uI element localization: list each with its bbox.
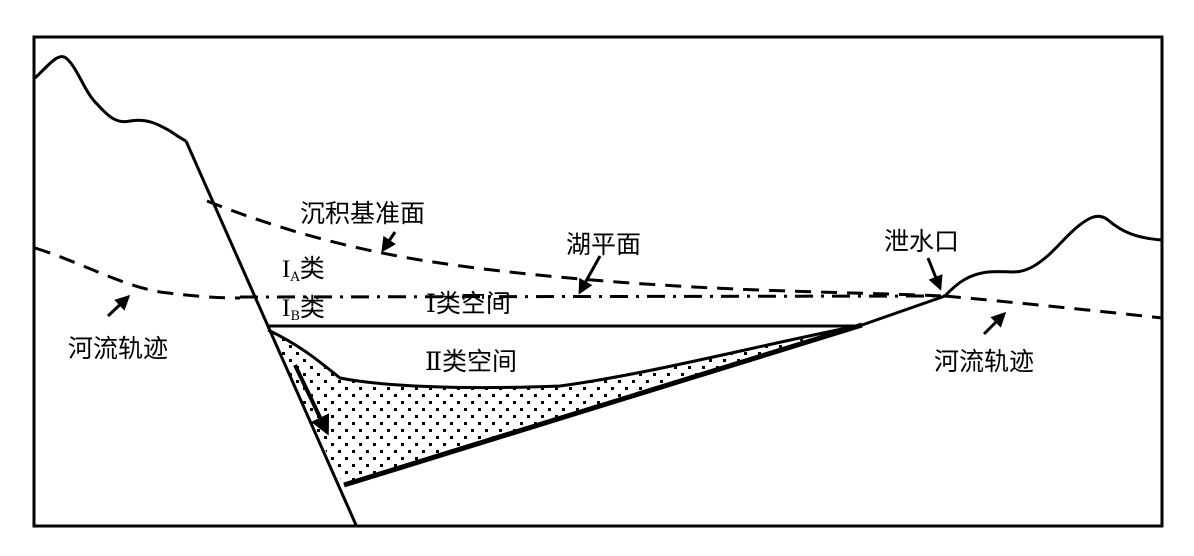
river-trajectory-right-label: 河流轨迹	[934, 347, 1034, 376]
space-IA-roman: I	[282, 256, 290, 283]
river-trajectory-left-label: 河流轨迹	[68, 334, 168, 363]
space-IA-suffix: 类	[300, 254, 325, 283]
lake-level-line	[239, 294, 946, 299]
space-IA-label: IA类	[282, 254, 325, 285]
lake-level-label: 湖平面	[566, 230, 641, 259]
sediment-deposit	[268, 325, 862, 485]
space-II-label: Ⅱ类空间	[425, 347, 517, 376]
slope-transport-arrow	[293, 364, 330, 436]
sediment-base-arrow	[381, 231, 397, 253]
space-IB-suffix: 类	[300, 293, 325, 322]
sediment-base-label: 沉积基准面	[300, 199, 425, 228]
outlet-label: 泄水口	[884, 227, 959, 256]
space-I-label: I类空间	[426, 289, 511, 318]
river-left-arrow	[106, 294, 131, 318]
river-right-arrow	[982, 311, 1007, 336]
space-IA-sub: A	[289, 270, 300, 285]
river-trajectory-right-line	[944, 294, 1163, 320]
sediment-base-level-line	[206, 199, 946, 298]
outlet-slope-line	[861, 294, 946, 327]
lake-level-arrow	[578, 255, 602, 295]
space-IB-roman: I	[282, 295, 290, 322]
space-IB-label: IB类	[282, 293, 325, 324]
basin-floor-line	[343, 322, 863, 488]
diagram-frame	[32, 35, 1164, 528]
deposit-top-surface	[267, 323, 863, 390]
space-IB-sub: B	[290, 309, 300, 324]
left-terrain-line	[33, 55, 187, 143]
river-trajectory-left-line	[34, 246, 241, 300]
right-terrain-line	[943, 214, 1163, 298]
outlet-arrow	[926, 257, 943, 291]
